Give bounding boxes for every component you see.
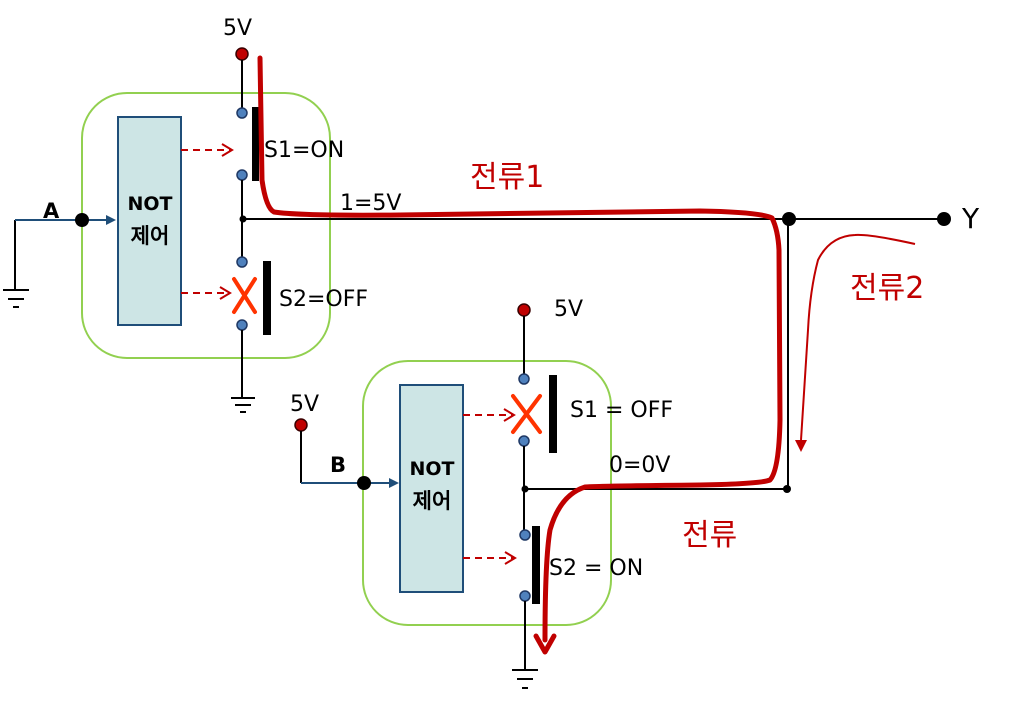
current-1-label: 전류1 xyxy=(470,160,544,195)
gate-2-output-level-label: 0=0V xyxy=(609,453,670,478)
gate-2-s2-contact xyxy=(532,526,540,604)
gate-1-s2-off-x-icon xyxy=(232,277,257,314)
gate-2-ground-icon xyxy=(512,669,538,689)
input-a-ground-icon xyxy=(3,289,29,308)
gate-1-supply-terminal xyxy=(235,47,249,61)
input-b-supply-label: 5V xyxy=(290,392,319,417)
output-y-label: Y xyxy=(961,202,980,235)
gate-2-outline xyxy=(362,360,612,626)
gate-1-s1-label: S1=ON xyxy=(264,138,344,163)
gate-1-control-label-line2: 제어 xyxy=(131,224,170,248)
gate-1-s1-top-terminal xyxy=(236,107,248,119)
input-b-supply-terminal xyxy=(294,418,308,432)
gate-2-supply-label: 5V xyxy=(554,297,583,322)
gate-1-s2-bottom-terminal xyxy=(236,319,248,331)
gate-2-not-control-box xyxy=(399,384,464,593)
gate-1-not-control-box xyxy=(117,116,182,326)
gate-2-control-label-line2: 제어 xyxy=(413,489,452,513)
gate-1-control-arrow-s2 xyxy=(181,286,232,300)
gate-1-output-level-label: 1=5V xyxy=(340,191,401,216)
gate-1-s2-top-terminal xyxy=(236,256,248,268)
current-2-arrowhead-icon xyxy=(795,440,807,452)
gate-1-s1-bottom-terminal xyxy=(236,169,248,181)
input-b-node[interactable] xyxy=(357,476,371,490)
current-path-1 xyxy=(257,55,783,643)
current-2-label: 전류2 xyxy=(850,271,924,306)
gate-1: 5V S1=ON S2=OFF NOT 제어 xyxy=(3,16,368,413)
gate-2-s2-top-terminal xyxy=(519,529,531,541)
gate-1-s1-contact xyxy=(252,107,259,181)
input-a-node[interactable] xyxy=(75,213,89,227)
gate-1-s2-contact xyxy=(263,261,271,335)
current-1-arrowhead-icon xyxy=(533,633,557,655)
gate-1-control-arrow-s1 xyxy=(181,143,234,157)
current-path-2 xyxy=(800,233,916,441)
gate-1-supply-label: 5V xyxy=(223,16,252,41)
gate-1-control-label-line1: NOT xyxy=(127,193,172,215)
gate-2-tie-node xyxy=(783,485,791,493)
gate-1-s2-label: S2=OFF xyxy=(279,287,368,312)
gate-2-control-arrow-s2 xyxy=(463,551,517,565)
current-label: 전류 xyxy=(682,518,737,553)
gate-2: 5V S1 = OFF 0=0V S2 = ON NOT 제어 xyxy=(290,297,791,689)
gate-2-s1-off-x-icon xyxy=(511,394,542,434)
gate-2-s1-top-terminal xyxy=(518,373,530,385)
gate-1-ground-icon xyxy=(231,397,255,413)
gate-2-s2-label: S2 = ON xyxy=(549,556,643,581)
gate-2-s2-bottom-terminal xyxy=(519,590,531,602)
gate-2-control-label-line1: NOT xyxy=(409,458,454,480)
gate-2-s1-label: S1 = OFF xyxy=(570,398,673,423)
input-b-label: B xyxy=(330,453,346,477)
gate-2-control-arrow-s1 xyxy=(463,408,516,422)
input-a-label: A xyxy=(43,199,60,223)
gate-2-supply-terminal xyxy=(517,303,531,317)
gate-2-s1-contact xyxy=(549,375,557,453)
output-y-terminal[interactable] xyxy=(937,212,951,226)
gate-2-s1-bottom-terminal xyxy=(518,435,530,447)
